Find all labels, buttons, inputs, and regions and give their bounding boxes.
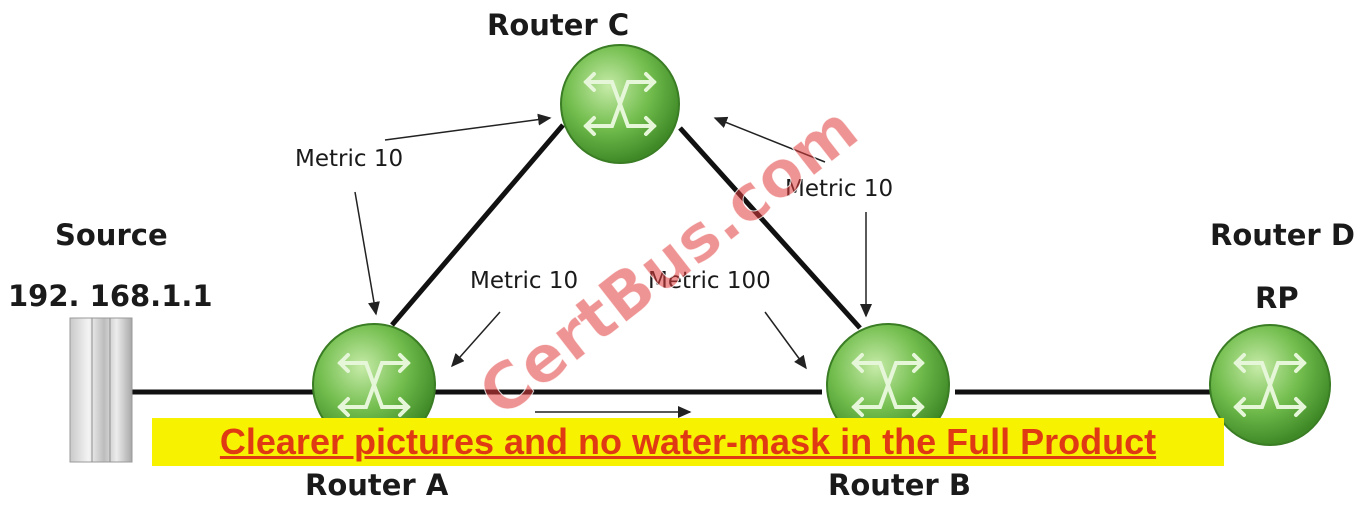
arrow-metric-a-c-down xyxy=(354,191,380,316)
arrow-metric-a-c-top xyxy=(384,113,552,141)
router-b-label: Router B xyxy=(828,468,971,502)
metric-a-c-label: Metric 10 xyxy=(295,146,404,172)
metric-arrows xyxy=(354,113,872,418)
source-server-icon xyxy=(69,317,133,463)
metric-a-b-label: Metric 10 xyxy=(470,268,579,294)
router-d-label: Router D xyxy=(1210,218,1355,252)
source-label: Source xyxy=(55,218,168,252)
router-b-icon xyxy=(826,323,950,447)
router-a-label: Router A xyxy=(305,468,449,502)
source-address: 192. 168.1.1 xyxy=(8,279,213,313)
link-a-c xyxy=(390,123,565,327)
router-c-icon xyxy=(560,44,680,164)
arrow-metric-a xyxy=(451,311,501,368)
link-c-b xyxy=(678,126,862,330)
router-d-icon xyxy=(1209,324,1331,446)
arrow-metric-b-c-top xyxy=(713,116,826,163)
metric-b-c-label: Metric 10 xyxy=(785,176,894,202)
links xyxy=(130,123,1210,395)
metric-b-label: Metric 100 xyxy=(648,268,771,294)
promo-banner: Clearer pictures and no water-mask in th… xyxy=(152,418,1224,466)
router-c-label: Router C xyxy=(487,8,630,42)
router-d-rp-label: RP xyxy=(1255,281,1299,315)
arrow-metric-b xyxy=(764,311,807,370)
